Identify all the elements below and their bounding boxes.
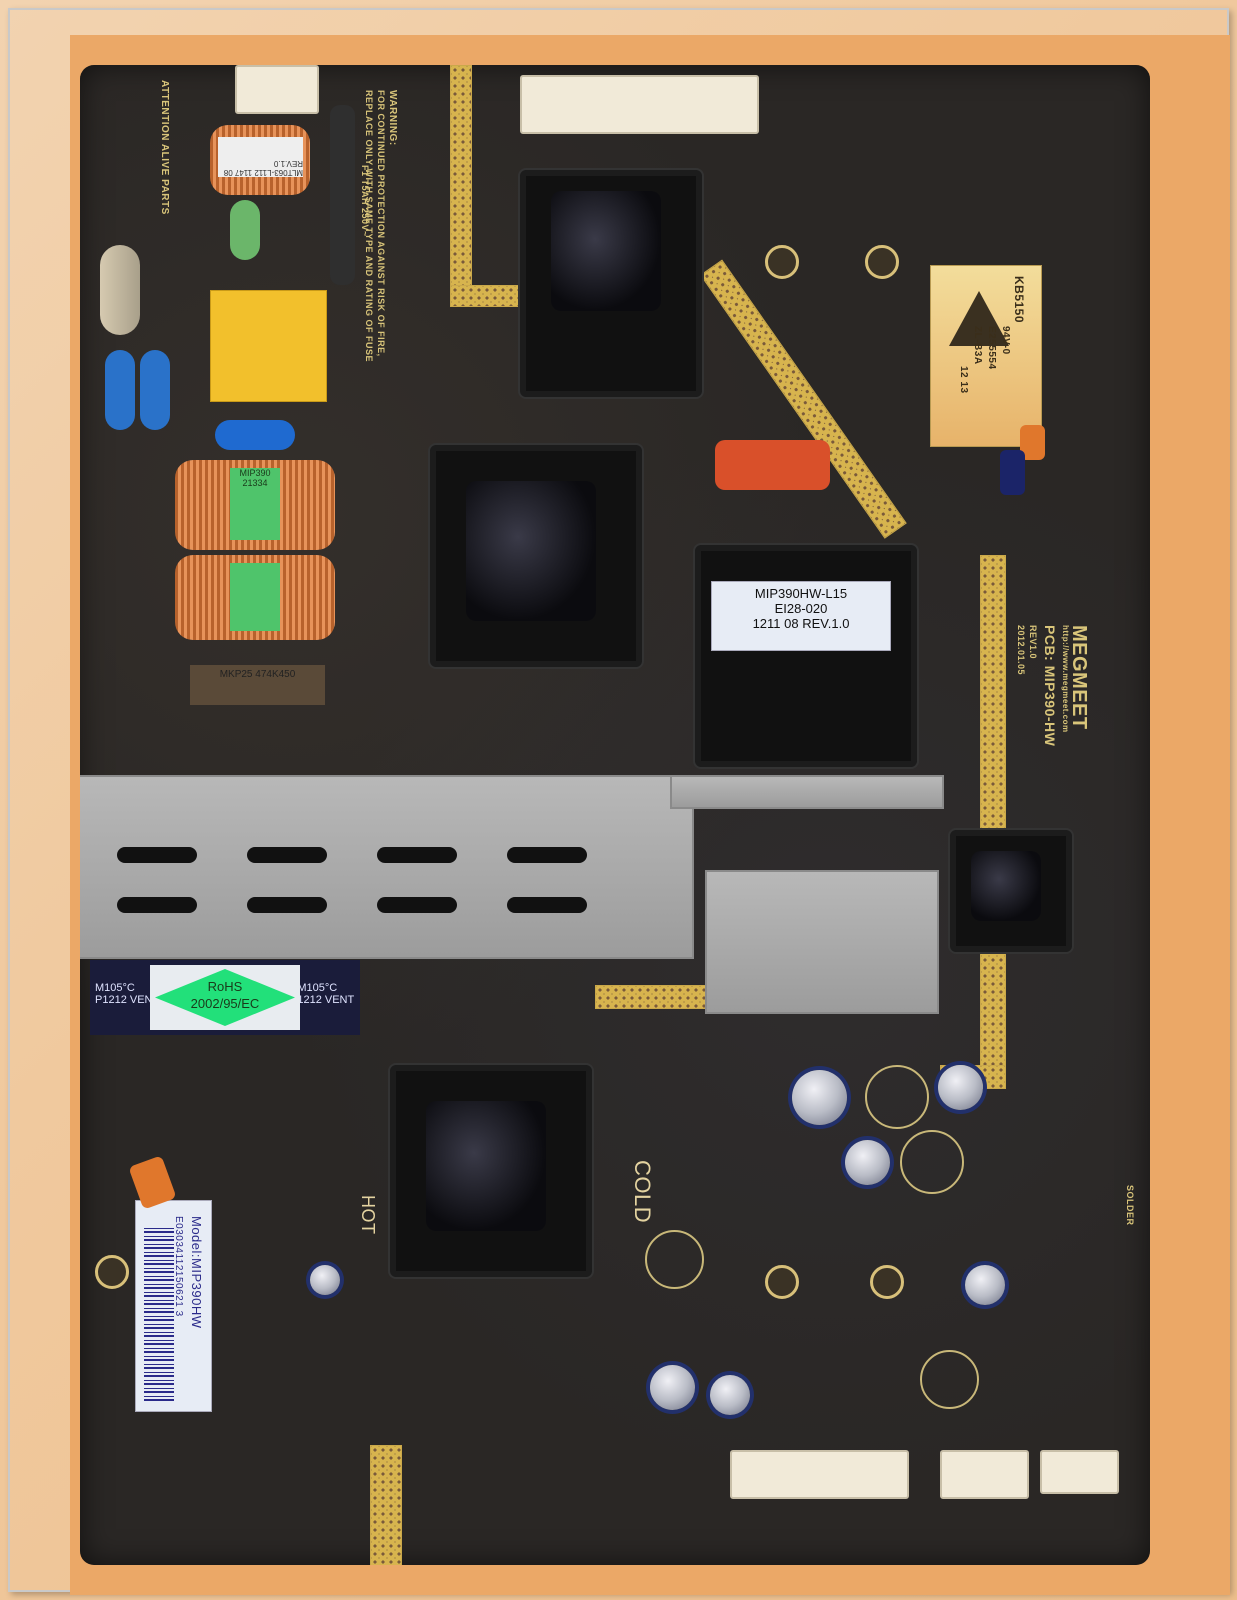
- pcb-date: 2012.01.05: [1016, 625, 1026, 676]
- pcb-rev: REV1.0: [1028, 625, 1038, 660]
- output-connector-3[interactable]: [1040, 1450, 1119, 1494]
- solder-direction: SOLDER: [1125, 1185, 1135, 1226]
- output-connector-1[interactable]: [730, 1450, 909, 1499]
- secondary-heatsink: [705, 870, 939, 1014]
- standby-core: [551, 191, 661, 311]
- secondary-heatsink-top: [670, 775, 944, 809]
- blue-capacitor-top: [1000, 450, 1025, 495]
- heatsink-slot: [507, 847, 587, 863]
- cap-mark-right: KM105°C P1212 VENT: [290, 982, 355, 1006]
- cqc-file: E255554: [986, 326, 997, 370]
- cqc-code: KB5150: [1012, 276, 1026, 324]
- input-toroid-choke: MLT063-L112 1147 08 REV.1.0: [210, 125, 310, 195]
- pfc-core: [466, 481, 596, 621]
- warning-line-1: FOR CONTINUED PROTECTION AGAINST RISK OF…: [376, 90, 386, 357]
- cold-side-marking: COLD: [630, 1160, 655, 1224]
- barcode: [144, 1226, 174, 1401]
- attention-alive-parts: ATTENTION ALIVE PARTS: [159, 80, 170, 215]
- choke-2-band: [230, 563, 280, 631]
- top-board-connector[interactable]: [520, 75, 759, 134]
- output-capacitor-4: [965, 1265, 1005, 1305]
- heatsink-slot: [117, 897, 197, 913]
- common-mode-choke-1: MIP390 21334: [175, 460, 335, 550]
- pcb-board: KB5150 94V-0 E255554 ZL-B3A 12 13 WARNIN…: [80, 65, 1150, 1565]
- brand-url: http://www.megmeet.com: [1061, 625, 1070, 733]
- small-capacitor: [310, 1265, 340, 1295]
- cqc-date: 12 13: [958, 366, 969, 394]
- cqc-certification-label: KB5150 94V-0 E255554 ZL-B3A 12 13: [930, 265, 1042, 447]
- standby-transformer: [520, 170, 702, 397]
- warning-title: WARNING:: [387, 90, 398, 146]
- model-sticker: Model:MIP390HW E03034112150621 3: [135, 1200, 212, 1412]
- red-film-capacitor: [715, 440, 830, 490]
- output-capacitor-2: [845, 1140, 890, 1185]
- ground-lug: [100, 245, 140, 335]
- heatsink-slot: [377, 847, 457, 863]
- primary-heatsink: [80, 775, 694, 959]
- warning-triangle-icon: [949, 291, 1009, 346]
- transformer-rev: 1211 08 REV.1.0: [752, 616, 850, 631]
- choke-label: MIP390 21334: [230, 468, 280, 540]
- cqc-id: ZL-B3A: [972, 326, 983, 365]
- y-capacitor-2: [140, 350, 170, 430]
- heatsink-slot: [377, 897, 457, 913]
- rohs-title: RoHS: [207, 979, 243, 994]
- heatsink-slot: [507, 897, 587, 913]
- mounting-hole: [765, 1265, 799, 1299]
- empty-cap-footprint: [645, 1230, 704, 1289]
- heatsink-slot: [247, 847, 327, 863]
- trace-bottom-left: [370, 1445, 402, 1565]
- trace-right-vertical: [980, 555, 1006, 1077]
- output-capacitor-3: [938, 1065, 983, 1110]
- hot-side-marking: HOT: [358, 1195, 378, 1235]
- brand-name: MEGMEET: [1068, 625, 1090, 730]
- output-transformer: [390, 1065, 592, 1277]
- mounting-hole: [865, 245, 899, 279]
- trace-top-left: [450, 65, 472, 297]
- fuse: [330, 105, 355, 285]
- output-connector-2[interactable]: [940, 1450, 1029, 1499]
- mounting-hole: [870, 1265, 904, 1299]
- transformer-model: MIP390HW-L15: [754, 586, 848, 601]
- empty-cap-footprint: [900, 1130, 964, 1194]
- output-choke-core: [971, 851, 1041, 921]
- pfc-inductor: [430, 445, 642, 667]
- mkp-film-capacitor: MKP25 474K450: [190, 665, 325, 705]
- y-capacitor-3: [215, 420, 295, 450]
- empty-cap-footprint: [920, 1350, 979, 1409]
- y-capacitor-1: [105, 350, 135, 430]
- x-capacitor: [210, 290, 327, 402]
- trace-top-left-h: [450, 285, 522, 307]
- rohs-directive: 2002/95/EC: [190, 996, 260, 1011]
- output-choke: [950, 830, 1072, 952]
- heatsink-slot: [247, 897, 327, 913]
- output-capacitor-6: [710, 1375, 750, 1415]
- heatsink-slot: [117, 847, 197, 863]
- trace-mid: [595, 985, 717, 1009]
- rohs-sticker: RoHS 2002/95/EC: [150, 965, 300, 1030]
- toroid-label: MLT063-L112 1147 08 REV.1.0: [218, 137, 303, 177]
- fuse-rating: F1 T5AH 250V~: [360, 165, 370, 237]
- green-thermistor: [230, 200, 260, 260]
- common-mode-choke-2: [175, 555, 335, 640]
- mounting-hole: [765, 245, 799, 279]
- model-number: Model:MIP390HW: [189, 1216, 204, 1329]
- cap-mark-left: M105°C P1212 VENT: [95, 982, 160, 1006]
- cqc-rating: 94V-0: [1000, 326, 1011, 355]
- serial-number: E03034112150621 3: [173, 1216, 184, 1317]
- output-core: [426, 1101, 546, 1231]
- transformer-label: MIP390HW-L15 EI28-020 1211 08 REV.1.0: [711, 581, 891, 651]
- output-capacitor-1: [792, 1070, 847, 1125]
- transformer-core: EI28-020: [774, 601, 828, 616]
- output-capacitor-5: [650, 1365, 695, 1410]
- main-transformer: MIP390HW-L15 EI28-020 1211 08 REV.1.0: [695, 545, 917, 767]
- mounting-hole: [95, 1255, 129, 1289]
- pcb-model: PCB: MIP390-HW: [1042, 625, 1058, 747]
- ac-input-connector[interactable]: [235, 65, 319, 114]
- empty-cap-footprint: [865, 1065, 929, 1129]
